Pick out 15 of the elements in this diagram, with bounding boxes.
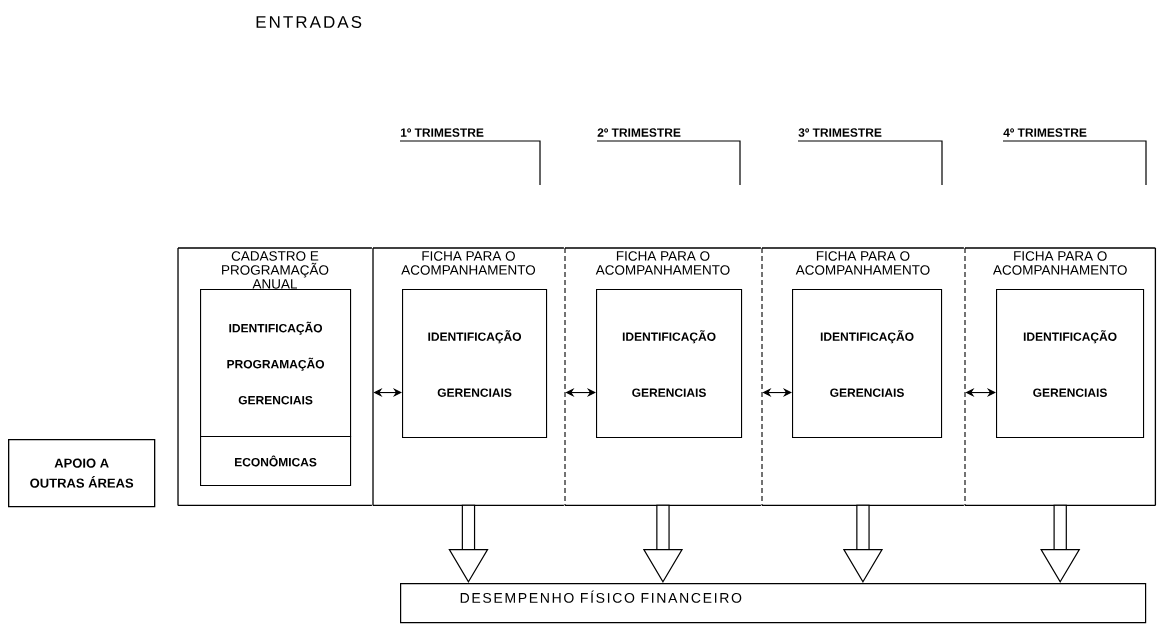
period-label: 3º TRIMESTRE: [798, 128, 882, 137]
field-box: IDENTIFICAÇÃO GERENCIAIS: [402, 289, 548, 439]
period-label: 4º TRIMESTRE: [1003, 128, 1087, 137]
heading: ENTRADAS: [256, 16, 362, 28]
period-label: 2º TRIMESTRE: [597, 128, 681, 137]
period-label: 1º TRIMESTRE: [400, 128, 484, 137]
field-box: ECONÔMICAS: [200, 436, 352, 487]
result-box: DESEMPENHO FÍSICO FINANCEIRO: [400, 583, 1147, 624]
hollow-arrow: [448, 504, 489, 583]
hollow-arrow: [1040, 504, 1081, 583]
field-box: IDENTIFICAÇÃO PROGRAMAÇÃO GERENCIAIS: [200, 289, 352, 438]
field-box: IDENTIFICAÇÃO GERENCIAIS: [996, 289, 1145, 439]
field-box: IDENTIFICAÇÃO GERENCIAIS: [596, 289, 743, 439]
side-box: APOIO A OUTRAS ÁREAS: [8, 439, 156, 508]
field-box: IDENTIFICAÇÃO GERENCIAIS: [792, 289, 943, 439]
